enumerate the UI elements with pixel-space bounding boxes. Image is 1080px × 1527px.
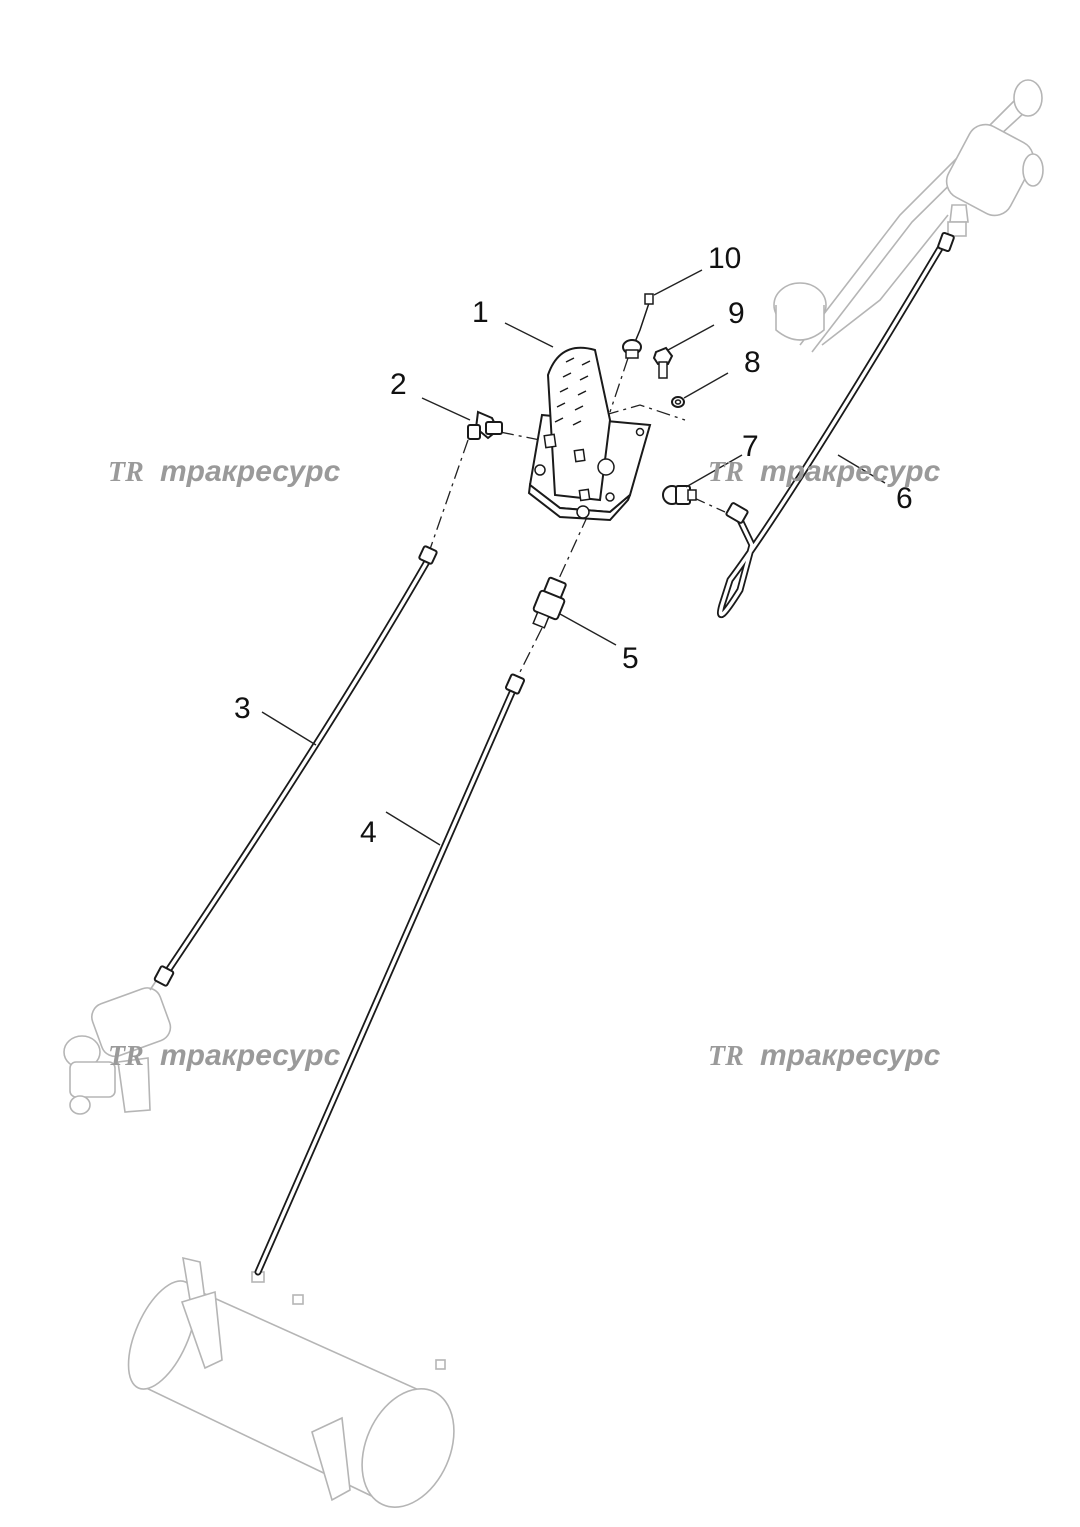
- callout-6: 6: [896, 482, 913, 515]
- callout-1: 1: [472, 296, 489, 329]
- callout-3: 3: [234, 692, 251, 725]
- watermark-text: тракресурс: [760, 1039, 941, 1072]
- pedal-tread-slots: [554, 357, 591, 426]
- assembly-line-2-3: [427, 439, 469, 556]
- watermark-logo: TR: [108, 1041, 144, 1072]
- watermark-3: TR тракресурс: [108, 1039, 341, 1072]
- valve-assembly-bottom-left: [63, 974, 172, 1115]
- bolt-9: [652, 346, 674, 379]
- callouts: 1 2 3 4 5 6 7 8 9 10: [234, 242, 913, 849]
- watermark-2: TR тракресурс: [708, 455, 941, 488]
- air-reservoir-tank: [127, 1256, 455, 1508]
- watermark-logo: TR: [108, 457, 144, 488]
- callout-10: 10: [708, 242, 741, 275]
- hose-4: [254, 673, 526, 1276]
- callout-4: 4: [360, 816, 377, 849]
- assembly-line-10: [609, 357, 629, 413]
- assembly-line-1-5: [555, 514, 589, 586]
- switch-10: [622, 293, 654, 359]
- leader-lines: [261, 269, 886, 846]
- watermark-text: тракресурс: [160, 455, 341, 488]
- assembly-line-7-6: [691, 496, 726, 513]
- hose-3: [153, 545, 438, 987]
- callout-5: 5: [622, 642, 639, 675]
- watermark-1: TR тракресурс: [108, 455, 341, 488]
- adapter-fitting: [532, 576, 567, 629]
- elbow-fitting: [467, 410, 503, 440]
- callout-2: 2: [390, 368, 407, 401]
- watermark-4: TR тракресурс: [708, 1039, 941, 1072]
- assembly-lines: [427, 357, 726, 681]
- callout-9: 9: [728, 297, 745, 330]
- watermark-text: тракресурс: [760, 455, 941, 488]
- callout-7: 7: [742, 430, 759, 463]
- assembly-line-5-4: [515, 627, 543, 681]
- washer-8: [671, 396, 685, 408]
- brake-chamber-top-right: [773, 79, 1044, 353]
- watermark-logo: TR: [708, 457, 744, 488]
- callout-8: 8: [744, 346, 761, 379]
- brake-pedal-valve: [527, 346, 652, 522]
- watermark-logo: TR: [708, 1041, 744, 1072]
- watermark-text: тракресурс: [160, 1039, 341, 1072]
- hose-6: [717, 231, 955, 619]
- fitting-7: [662, 485, 697, 505]
